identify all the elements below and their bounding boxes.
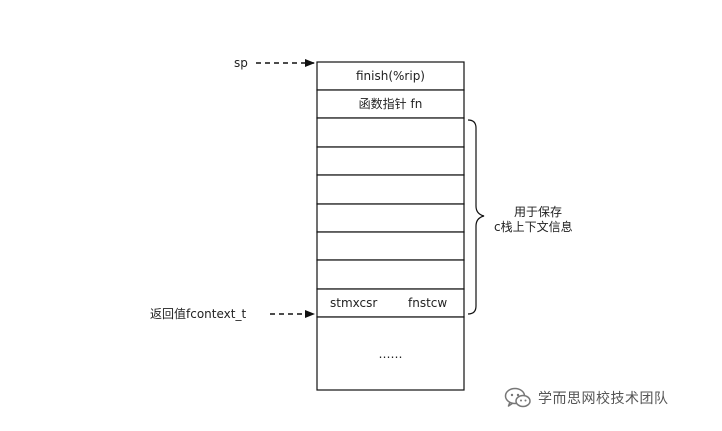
stack-cell-empty [316, 203, 465, 233]
return-value-label: 返回值fcontext_t [150, 306, 246, 321]
stack-cell-empty [316, 117, 465, 148]
ellipsis-label: …… [379, 347, 403, 361]
watermark-text: 学而思网校技术团队 [538, 391, 669, 407]
stack-cell-rest [316, 316, 465, 391]
stmxcsr-label: stmxcsr [330, 296, 377, 310]
stack-cell-empty [316, 174, 465, 205]
stack-cell-fn [316, 89, 465, 119]
sp-label: sp [234, 56, 248, 70]
watermark: 学而思网校技术团队 [504, 386, 669, 410]
stack-cell-empty [316, 146, 465, 176]
brace-label-line2: c栈上下文信息 [494, 219, 573, 234]
fnstcw-label: fnstcw [408, 296, 447, 310]
stack-cell-finish-label: finish(%rip) [356, 69, 425, 83]
stack-frame: finish(%rip) 函数指针 fn stmxcsr fnstcw …… [316, 61, 465, 391]
brace-label-line1: 用于保存 [514, 205, 562, 219]
stack-cell-fn-label: 函数指针 fn [359, 96, 423, 111]
stack-cell-empty [316, 231, 465, 261]
stack-cell-empty [316, 259, 465, 290]
wechat-icon [504, 387, 531, 408]
context-brace [467, 119, 485, 315]
